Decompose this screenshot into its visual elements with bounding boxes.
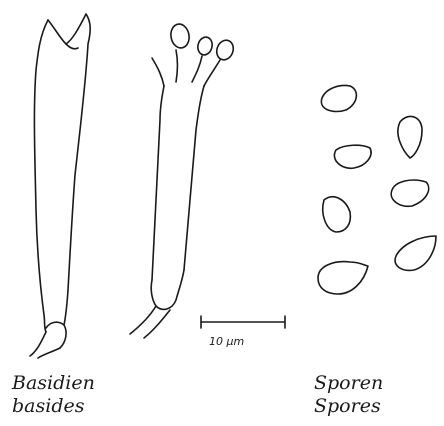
- label-spores-german: Sporen: [314, 372, 383, 394]
- basidium-left: [30, 14, 90, 358]
- label-basidia-german: Basidien: [12, 372, 95, 394]
- scale-bar: [201, 316, 285, 328]
- label-basidia-english: basides: [12, 395, 84, 417]
- spores-group: [318, 86, 436, 295]
- basidium-right: [130, 23, 236, 338]
- scale-label: 10 µm: [209, 335, 244, 348]
- label-spores-english: Spores: [314, 395, 381, 417]
